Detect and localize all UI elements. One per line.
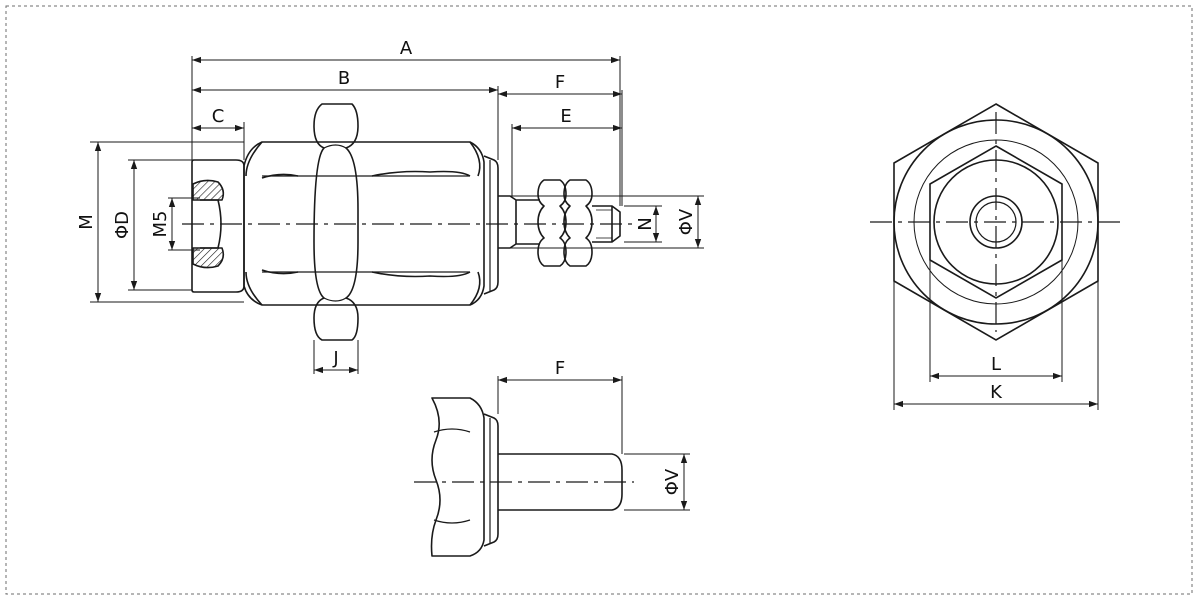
body-facet-left-top bbox=[245, 141, 263, 177]
label-M5: M5 bbox=[150, 211, 171, 238]
label-B: B bbox=[338, 68, 350, 89]
end-dimensions bbox=[893, 260, 1099, 410]
label-V: ΦV bbox=[676, 208, 697, 235]
body-facet-upper bbox=[261, 170, 471, 179]
label-N: N bbox=[635, 217, 656, 230]
side-labels: A B F C E M ΦD M5 N ΦV J bbox=[76, 38, 697, 369]
end-view-centerlines bbox=[870, 112, 1124, 332]
plunger-shank bbox=[498, 195, 540, 249]
label-F-detail: F bbox=[555, 358, 565, 379]
label-F: F bbox=[555, 72, 565, 93]
outer-hexagon bbox=[893, 103, 1099, 341]
detail-body-break bbox=[430, 397, 485, 557]
small-nut-2 bbox=[563, 179, 593, 267]
label-M: M bbox=[76, 214, 97, 230]
cup-face bbox=[191, 159, 245, 293]
detail-view bbox=[430, 397, 623, 557]
label-D: ΦD bbox=[112, 211, 133, 239]
label-E: E bbox=[560, 106, 571, 127]
body-facet-lower bbox=[261, 269, 471, 278]
body-facet-left-bottom bbox=[245, 271, 263, 306]
detail-dimensions bbox=[497, 376, 690, 511]
body-facet-right-top bbox=[469, 141, 481, 177]
inner-hexagon bbox=[929, 145, 1063, 299]
label-L: L bbox=[991, 354, 1001, 375]
label-J: J bbox=[332, 348, 338, 369]
label-C: C bbox=[212, 106, 225, 127]
flange bbox=[483, 155, 499, 295]
drawing-border bbox=[5, 5, 1193, 595]
lock-nut-facets bbox=[323, 144, 347, 302]
label-V-detail: ΦV bbox=[662, 468, 683, 495]
label-K: K bbox=[990, 382, 1003, 403]
detail-flange bbox=[483, 413, 499, 547]
label-A: A bbox=[400, 38, 413, 59]
side-view bbox=[191, 103, 621, 341]
section-hatch-bottom bbox=[192, 247, 225, 269]
detail-body-facets bbox=[433, 428, 471, 524]
section-hatch-top bbox=[192, 179, 225, 201]
main-body bbox=[243, 141, 485, 306]
lock-nut bbox=[313, 103, 359, 341]
body-facet-right-bottom bbox=[469, 271, 481, 306]
small-nut-1 bbox=[537, 179, 567, 267]
side-dimensions bbox=[90, 56, 704, 374]
